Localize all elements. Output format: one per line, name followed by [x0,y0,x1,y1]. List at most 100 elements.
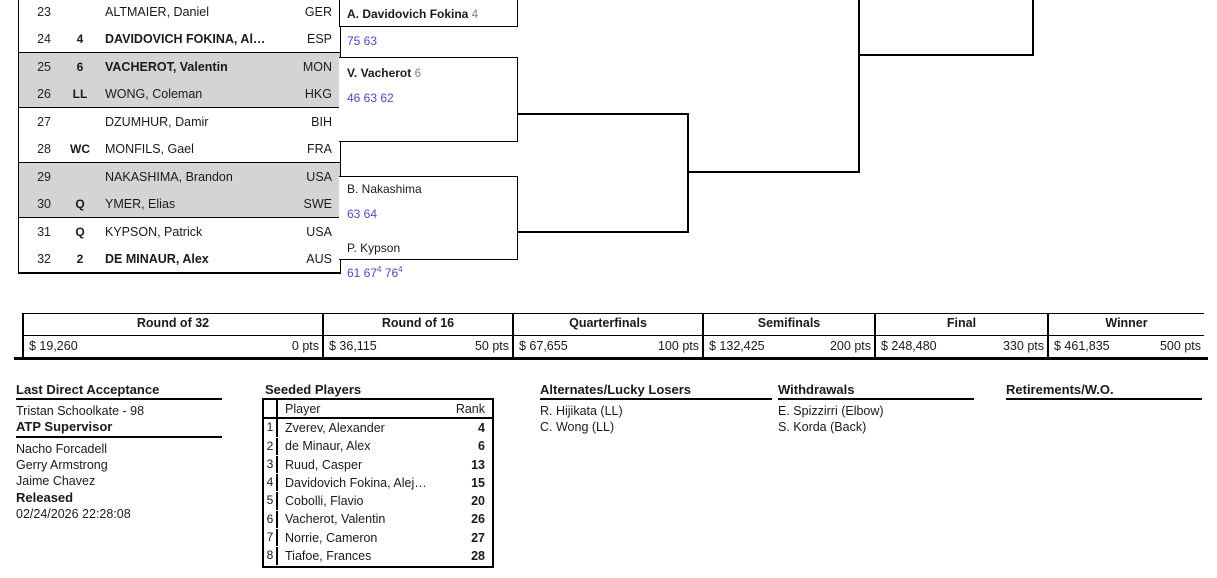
entrant-row[interactable]: 31 Q KYPSON, Patrick USA [19,218,340,245]
entrant-row[interactable]: 28 WC MONFILS, Gael FRA [19,135,340,162]
prize-points: 330 pts [1002,339,1044,353]
atp-supervisor-rule [16,436,222,438]
entrant-country: HKG [304,86,332,101]
r16-box-3[interactable] [339,176,518,234]
seeded-row[interactable]: 6 Vacherot, Valentin 26 [264,510,492,530]
seeded-row[interactable]: 1 Zverev, Alexander 4 [264,419,492,438]
entrant-row[interactable]: 32 2 DE MINAUR, Alex AUS [19,245,340,272]
seed-rank: 28 [471,549,485,564]
seed-player: Norrie, Cameron [285,530,378,545]
entrant-table: 23 ALTMAIER, Daniel GER 24 4 DAVIDOVICH … [18,0,341,274]
qf-connector-horizontal-bottom [517,231,689,233]
sf-to-final-horizontal [858,54,1034,56]
prize-cell-winner: Winner $ 461,835 500 pts [1047,313,1204,357]
alternates-rule [540,398,772,400]
prize-points: 500 pts [1159,339,1201,353]
entrant-name: YMER, Elias [105,196,176,211]
entrant-name: DAVIDOVICH FOKINA, Al… [105,31,266,46]
prize-round-label: Round of 32 [136,316,210,330]
seeded-header-rank: Rank [455,401,485,416]
prize-round-label: Round of 16 [381,316,455,330]
entrant-name: DZUMHUR, Damir [105,114,209,129]
seeded-row[interactable]: 7 Norrie, Cameron 27 [264,529,492,548]
seed-number: 3 [264,455,278,474]
entrant-name: WONG, Coleman [105,86,203,101]
prize-round-values: $ 67,655 100 pts [514,335,702,357]
entrant-country: FRA [307,141,332,156]
entrant-number: 27 [37,114,51,129]
seed-number: 5 [264,492,278,510]
prize-round-values: $ 19,260 0 pts [24,335,322,357]
sf-connector-vertical [858,0,860,173]
alternates-title: Alternates/Lucky Losers [540,382,692,397]
r16-box-4[interactable] [339,234,518,260]
seeded-row[interactable]: 3 Ruud, Casper 13 [264,455,492,475]
entrant-country: SWE [303,196,332,211]
r16-winner-seed: 6 [414,68,422,80]
entrant-name: MONFILS, Gael [105,141,194,156]
entrant-status: 2 [76,251,84,266]
entrant-status: Q [75,224,85,239]
last-direct-acceptance-rule [16,398,222,400]
r16-winner-name: B. Nakashima [347,182,422,196]
entrant-row[interactable]: 30 Q YMER, Elias SWE [19,190,340,217]
seed-number: 6 [264,510,278,529]
entrant-number: 29 [37,169,51,184]
prize-cell-round-of-32: Round of 32 $ 19,260 0 pts [22,313,322,357]
entrant-row[interactable]: 26 LL WONG, Coleman HKG [19,80,340,107]
retirements-title: Retirements/W.O. [1006,382,1114,397]
prize-money: $ 67,655 [519,339,568,353]
prize-cell-final: Final $ 248,480 330 pts [874,313,1047,357]
seed-rank: 26 [471,512,485,527]
r16-winner-name: P. Kypson [347,241,401,255]
atp-supervisor-title: ATP Supervisor [16,419,113,434]
entrant-country: USA [306,224,332,239]
r16-score-sup2: 4 [398,265,403,274]
seed-rank: 27 [471,530,485,545]
withdrawals-rule [778,398,974,400]
seeded-row[interactable]: 4 Davidovich Fokina, Alej… 15 [264,474,492,493]
seed-rank: 15 [471,475,485,490]
withdrawals-title: Withdrawals [778,382,855,397]
entrant-row[interactable]: 24 4 DAVIDOVICH FOKINA, Al… ESP [19,25,340,52]
entrant-country: MON [302,59,332,74]
prize-table-mid-rule [22,335,1204,336]
entrant-row[interactable]: 23 ALTMAIER, Daniel GER [19,0,340,25]
qf-to-sf-horizontal [687,171,860,173]
prize-points: 200 pts [829,339,871,353]
r16-score-3: 63 64 [347,207,378,221]
r16-winner-3: B. Nakashima [347,182,422,196]
r16-score-part2: 76 [381,266,399,280]
prize-money: $ 36,115 [329,339,377,353]
entrant-row[interactable]: 29 NAKASHIMA, Brandon USA [19,163,340,190]
seeded-row[interactable]: 2 de Minaur, Alex 6 [264,437,492,456]
r16-box-1[interactable] [339,0,518,27]
entrant-row[interactable]: 27 DZUMHUR, Damir BIH [19,108,340,135]
seeded-row[interactable]: 5 Cobolli, Flavio 20 [264,492,492,511]
seed-number: 8 [264,547,278,565]
seed-number: 2 [264,437,278,455]
released-title: Released [16,490,74,505]
entrant-pair: 31 Q KYPSON, Patrick USA 32 2 DE MINAUR,… [19,218,340,273]
entrant-number: 26 [37,86,51,101]
entrant-pair: 27 DZUMHUR, Damir BIH 28 WC MONFILS, Gae… [19,108,340,163]
prize-money: $ 132,425 [709,339,765,353]
r16-box-2[interactable] [339,57,518,142]
prize-round-values: $ 36,115 50 pts [324,335,512,357]
entrant-row[interactable]: 25 6 VACHEROT, Valentin MON [19,53,340,80]
prize-round-label: Quarterfinals [569,316,647,330]
seed-player: Ruud, Casper [285,457,363,472]
r16-score-2: 46 63 62 [347,91,394,105]
entrant-name: DE MINAUR, Alex [105,251,209,266]
entrant-name: ALTMAIER, Daniel [105,4,209,19]
seed-player: Vacherot, Valentin [285,512,386,527]
entrant-country: ESP [306,31,332,46]
seeded-players-table: Player Rank 1 Zverev, Alexander 4 2 de M… [262,398,494,568]
entrant-country: GER [304,4,332,19]
entrant-pair: 25 6 VACHEROT, Valentin MON 26 LL WONG, … [19,53,340,108]
prize-table-bottom-rule [14,357,1208,360]
r16-score-4: 61 674 764 [347,265,403,280]
r16-score-1: 75 63 [347,34,378,48]
prize-round-values: $ 248,480 330 pts [876,335,1047,357]
seeded-row[interactable]: 8 Tiafoe, Frances 28 [264,547,492,566]
